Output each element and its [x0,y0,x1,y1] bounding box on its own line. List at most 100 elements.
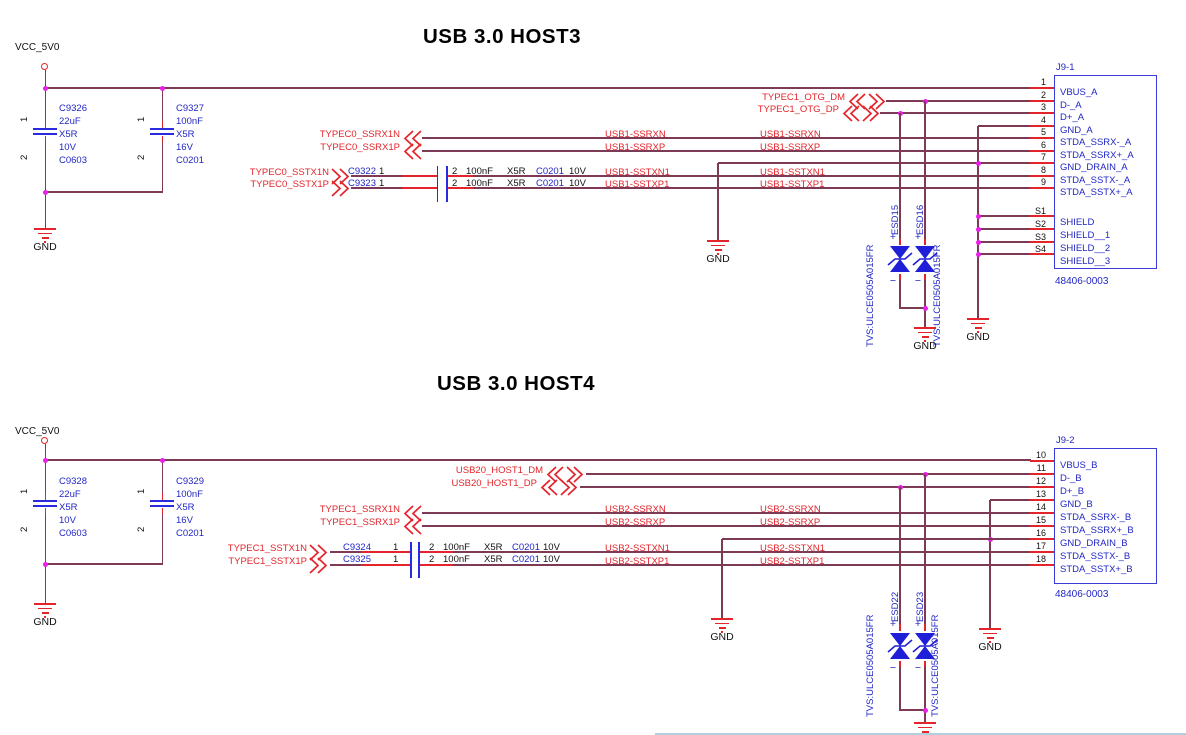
esd-part: TVS:ULCE0505A015FR [930,614,941,717]
junction-dot [922,305,928,311]
pin-number: 5 [1040,127,1046,137]
output-port-icon [309,557,328,574]
wire [161,460,163,493]
minus-mark: − [889,275,897,287]
net-label: USB2-SSRXP [760,517,821,528]
cap-lead [420,551,453,553]
pin-number: 1 [1040,77,1046,87]
wire [924,101,926,239]
pin-name: STDA_SSRX-_B [1060,512,1132,523]
capacitor-plate [33,127,57,130]
wire [977,126,979,318]
power-pin-icon [41,63,48,70]
port-label-dp: USB20_HOST1_DP [451,478,537,489]
pin-number: 4 [1040,115,1046,125]
series-cap-package: C0201 [536,166,564,177]
connector-body [1054,448,1157,584]
cap-lead [447,187,473,189]
pin-stub [1030,112,1054,114]
cap-lead [161,493,163,500]
net-label: USB1-SSTXN1 [605,167,670,178]
input-port-icon [403,518,422,535]
cap-ref: C9326 [59,103,87,114]
bidir-port-icon [540,479,578,496]
tvs-diode-icon [887,633,913,659]
series-cap-dielectric: X5R [484,542,503,553]
junction-dot [159,457,165,463]
cap-package: C0603 [59,155,87,166]
pin-name: STDA_SSRX+_A [1060,150,1134,161]
wire [924,667,926,722]
cap-lead [402,175,437,177]
wire [899,113,901,239]
gnd-symbol [967,318,989,334]
host4-title: USB 3.0 HOST4 [437,372,596,395]
pin-number: S2 [1034,219,1046,229]
pin-stub [1030,512,1054,514]
cap-package: C0603 [59,528,87,539]
cap-pin2: 2 [19,526,30,532]
capacitor-plate [33,133,57,136]
cap-value: 22uF [59,489,81,500]
junction-dot [975,213,981,219]
pin-number: 8 [1040,165,1046,175]
minus-mark: − [889,662,897,674]
net-label: USB2-SSTXP1 [605,556,670,567]
pin-name: GND_A [1060,125,1093,136]
output-port-icon [331,180,350,197]
pin-name: STDA_SSTX+_A [1060,187,1133,198]
cap-dielectric: X5R [59,129,78,140]
wire-dp [580,486,1030,488]
series-cap-pin1: 1 [393,554,399,565]
pin-number: 6 [1040,140,1046,150]
series-cap-value: 100nF [443,542,470,553]
series-cap-package: C0201 [536,178,564,189]
esd-lead [924,239,926,245]
series-cap-pin1: 1 [379,178,385,189]
pin-stub [1030,125,1054,127]
wire [924,280,926,327]
series-cap-pin1: 1 [393,542,399,553]
net-label: USB1-SSTXP1 [760,179,825,190]
cap-lead [44,135,46,143]
pin-stub [1030,150,1054,152]
wire [44,142,46,192]
wire-gnd-drain [718,162,1030,164]
pin-name: D+_A [1060,112,1085,123]
bidir-port-icon [842,105,880,122]
wire-shield [978,241,1030,243]
pin-number: 10 [1035,450,1046,460]
junction-dot [42,85,48,91]
pin-stub [1030,486,1054,488]
series-cap-voltage: 10V [569,178,586,189]
pin-stub [1030,253,1054,255]
wire-gnd-b [990,499,1030,501]
cap-dielectric: X5R [176,502,195,513]
connector-ref: J9-2 [1056,435,1075,446]
plus-mark: + [914,618,922,630]
output-port-icon [331,168,350,185]
capacitor-plate [418,542,420,578]
esd-lead [924,624,926,631]
wire [161,514,163,564]
cap-lead [161,507,163,515]
wire-sstxn1 [453,551,1030,553]
sheet-border [655,732,1186,735]
esd-lead [924,274,926,280]
wire-shield [978,228,1030,230]
esd-ref: ESD16 [915,204,926,235]
capacitor-plate [446,166,448,202]
tvs-diode-icon [887,246,913,272]
cap-ref: C9329 [176,476,204,487]
wire-sstxn1 [473,175,1030,177]
wire [899,709,927,711]
wire [44,514,46,564]
pin-number: 13 [1035,489,1046,499]
port-label-rxp: TYPEC0_SSRX1P [320,142,400,153]
input-port-icon [403,130,422,147]
wire [989,500,991,628]
gnd-symbol [34,603,56,619]
pin-stub [1030,538,1054,540]
pin-stub [1030,137,1054,139]
series-cap-dielectric: X5R [507,166,526,177]
